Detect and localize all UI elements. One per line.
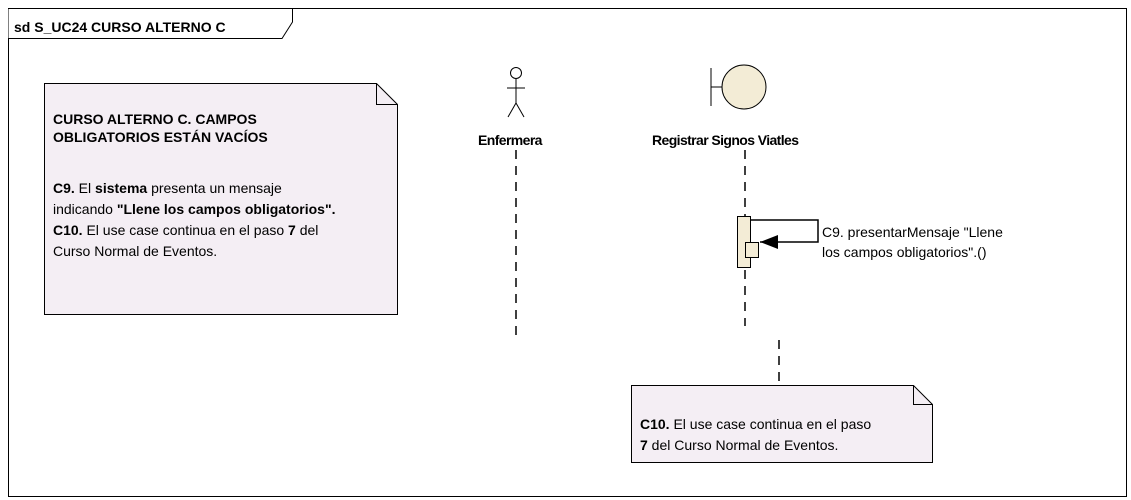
c9-text-c: indicando bbox=[53, 201, 117, 217]
note-bottom-line1: C10. El use case continua en el paso bbox=[640, 414, 871, 435]
note-left-title-line2: OBLIGATORIOS ESTÁN VACÍOS bbox=[53, 129, 268, 145]
note-left[interactable] bbox=[44, 83, 398, 315]
note-left-title-line1: CURSO ALTERNO C. CAMPOS bbox=[53, 111, 257, 127]
message-label: C9. presentarMensaje "Llene los campos o… bbox=[822, 222, 1003, 262]
note-left-title: CURSO ALTERNO C. CAMPOS OBLIGATORIOS EST… bbox=[53, 110, 268, 146]
c10-text-a: El use case continua en el paso bbox=[82, 222, 289, 238]
note-left-c10-line2: Curso Normal de Eventos. bbox=[53, 243, 218, 259]
actor-icon[interactable] bbox=[507, 67, 525, 118]
c10-text-b: del bbox=[295, 222, 319, 238]
frame-title: sd S_UC24 CURSO ALTERNO C bbox=[14, 19, 226, 35]
c9-quoted-message: "Llene los campos obligatorios". bbox=[116, 201, 336, 217]
note-bottom-text-b: del Curso Normal de Eventos. bbox=[647, 437, 839, 453]
note-bottom-text-a: El use case continua en el paso bbox=[669, 416, 872, 432]
c9-text-a: El bbox=[74, 180, 96, 196]
c10-label: C10. bbox=[53, 222, 83, 238]
actor-name: Enfermera bbox=[478, 132, 542, 148]
note-bottom-c10-label: C10. bbox=[640, 416, 670, 432]
diagram-frame bbox=[8, 8, 1127, 497]
boundary-name: Registrar Signos Viatles bbox=[652, 132, 799, 148]
message-arrowhead bbox=[760, 235, 778, 249]
c10-step-7: 7 bbox=[288, 222, 296, 238]
boundary-icon[interactable] bbox=[710, 64, 767, 110]
note-bottom[interactable] bbox=[631, 385, 933, 463]
note-left-body: C9. El sistema presenta un mensaje indic… bbox=[53, 178, 335, 262]
activation-bar-nested[interactable] bbox=[745, 242, 759, 258]
note-left-c9-line1: C9. El sistema presenta un mensaje bbox=[53, 178, 335, 199]
note-bottom-line2: 7 del Curso Normal de Eventos. bbox=[640, 435, 871, 456]
c9-text-b: presenta un mensaje bbox=[147, 180, 282, 196]
note-left-c9-line2: indicando "Llene los campos obligatorios… bbox=[53, 199, 335, 220]
message-label-line2: los campos obligatorios".() bbox=[822, 244, 987, 260]
note-bottom-body: C10. El use case continua en el paso 7 d… bbox=[640, 414, 871, 456]
frame-tag bbox=[8, 8, 293, 39]
note-bottom-step-7: 7 bbox=[640, 437, 648, 453]
c9-sistema: sistema bbox=[95, 180, 148, 196]
c9-label: C9. bbox=[53, 180, 75, 196]
message-label-line1: C9. presentarMensaje "Llene bbox=[822, 224, 1003, 240]
note-left-c10-line1: C10. El use case continua en el paso 7 d… bbox=[53, 220, 335, 241]
self-message-arrow[interactable] bbox=[751, 219, 819, 243]
